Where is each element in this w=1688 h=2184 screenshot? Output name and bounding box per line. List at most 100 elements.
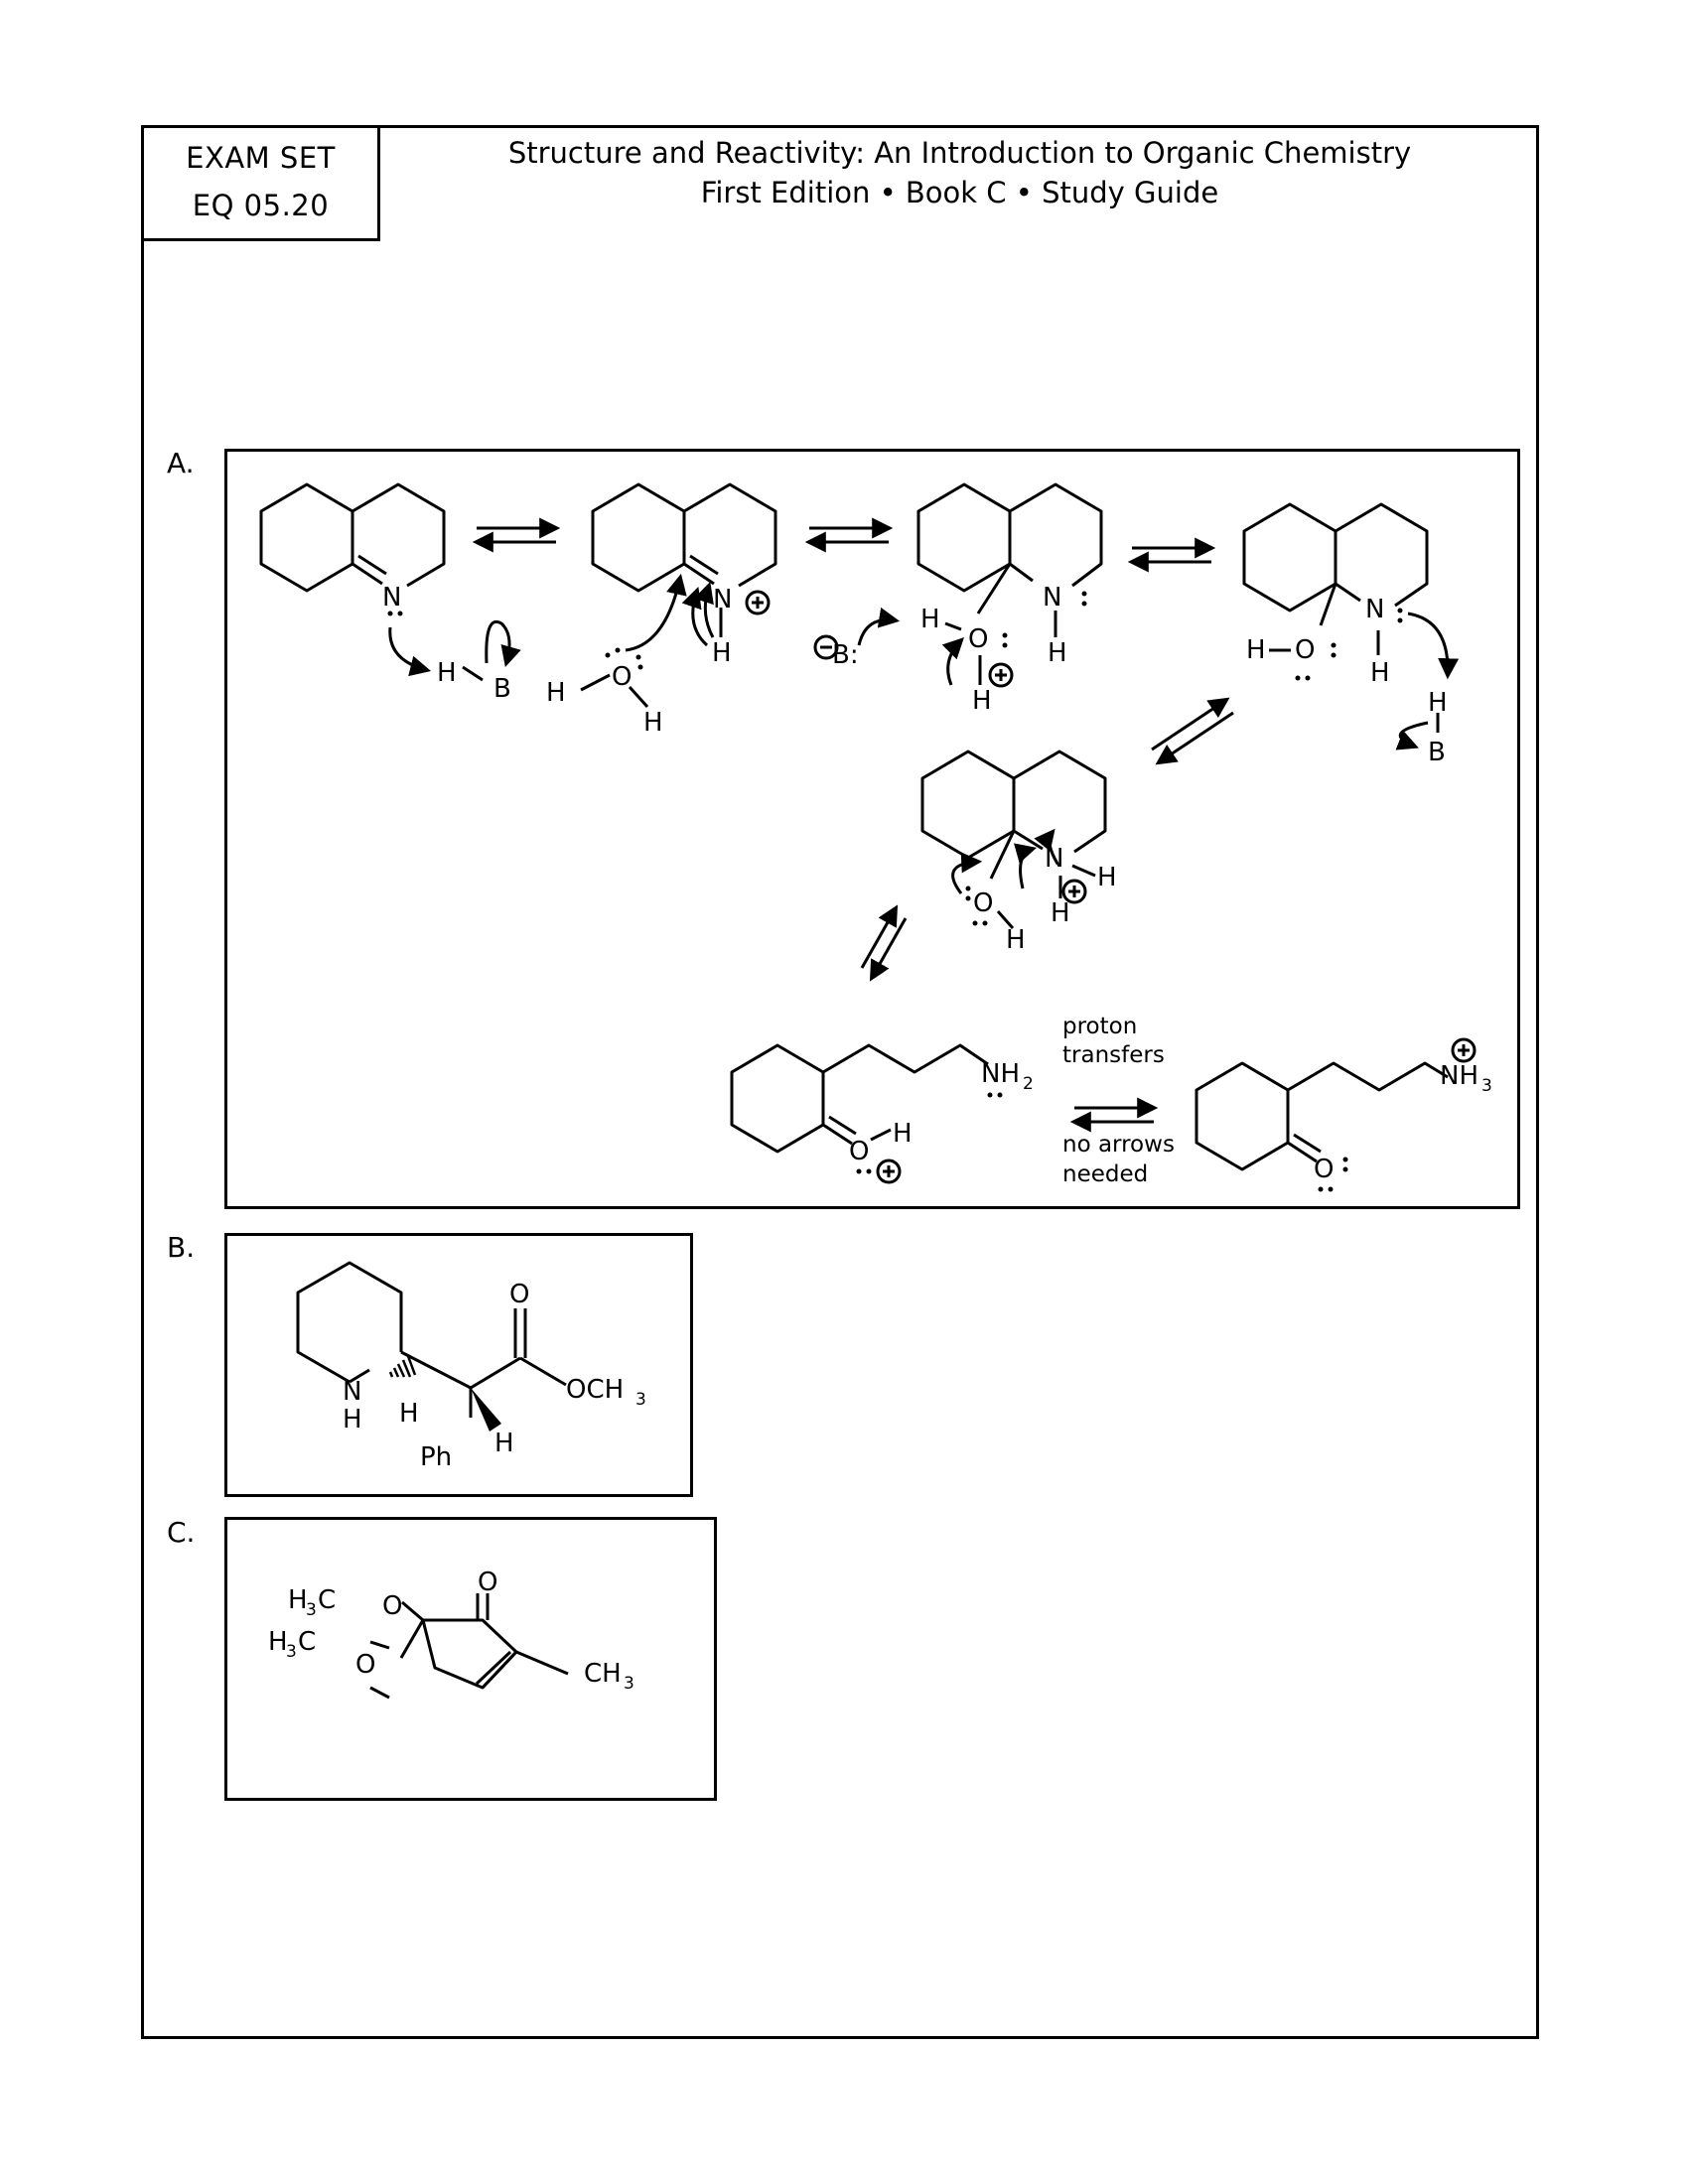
box-b [224, 1233, 693, 1497]
note-no-arrows: no arrows [1062, 1132, 1175, 1158]
page-header: Structure and Reactivity: An Introductio… [380, 133, 1539, 212]
atom-labels-B: N H H H Ph O OCH 3 [343, 1280, 646, 1472]
note-transfers: transfers [1062, 1042, 1165, 1068]
label-O-C-2: O [355, 1650, 375, 1680]
label-CH3-C-sub: 3 [624, 1674, 634, 1694]
arrow-lonepair-to-H [388, 626, 432, 677]
label-H-5c: H [1006, 925, 1026, 955]
label-O-3: O [968, 624, 988, 654]
label-base: B: [832, 640, 859, 670]
note-needed: needed [1062, 1161, 1148, 1187]
label-OCH3: OCH [566, 1375, 624, 1405]
label-H-3b: H [920, 605, 940, 634]
solid-wedge-B [471, 1388, 501, 1432]
arrow-N-to-HB [1407, 612, 1460, 680]
label-NH2-sub: 2 [1023, 1074, 1034, 1094]
ketone-ammonium [1195, 1061, 1449, 1171]
label-B-1: B [493, 674, 511, 704]
plus-charge-5 [1061, 879, 1087, 904]
arrow-CN-bond-to-N [1013, 843, 1038, 889]
label-H-B-2: H [494, 1429, 514, 1458]
charges-6 [856, 1092, 1003, 1184]
equilibrium-arrow-4 [1151, 697, 1234, 765]
atom-labels: N H B N H H O H N H H O H B: N H H O H B… [382, 583, 1492, 1187]
equilibrium-arrow-3 [1127, 537, 1216, 573]
section-label-a: A. [167, 447, 195, 479]
proton-transfer-arrow [1069, 1097, 1159, 1133]
O-lone-pair-3 [1002, 632, 1008, 648]
note-proton: proton [1062, 1014, 1137, 1039]
label-N-4: N [1365, 595, 1384, 624]
label-water-H-1: H [546, 678, 566, 708]
cyclopentenone-structure [369, 1593, 569, 1700]
imine-lone-pair [387, 611, 403, 616]
arrow-water-to-carbon [625, 573, 687, 652]
label-O-C: O [478, 1568, 497, 1597]
box-c [224, 1517, 717, 1801]
label-N-3: N [1043, 583, 1061, 613]
arrow-O-to-C [951, 852, 983, 894]
atom-labels-C: O O O H 3 C H 3 C CH 3 [268, 1568, 634, 1694]
label-N-5: N [1045, 844, 1063, 874]
label-H-6: H [893, 1119, 913, 1149]
box-a [224, 449, 1520, 1209]
book-title: Structure and Reactivity: An Introductio… [507, 136, 1412, 170]
label-H-3: H [1048, 638, 1067, 668]
label-H3C-2-H: H [268, 1627, 288, 1657]
label-N-1: N [382, 583, 401, 613]
label-O-6: O [849, 1137, 869, 1166]
bond-HB-1 [462, 665, 484, 682]
label-H3C-1-C: C [318, 1585, 336, 1615]
exam-set-label: EXAM SET [186, 141, 336, 175]
label-O-C-1: O [382, 1591, 402, 1621]
O-lone-pairs-5 [965, 886, 988, 926]
label-O-B: O [509, 1280, 529, 1309]
arrow-pi-to-N [693, 582, 715, 638]
section-label-c: C. [167, 1516, 196, 1549]
label-H-5b: H [1051, 898, 1070, 928]
label-water-H-2: H [643, 708, 663, 738]
minus-charge-base [813, 634, 839, 660]
label-H-4b: H [1246, 635, 1266, 665]
label-H-1: H [437, 658, 457, 688]
label-O-5: O [973, 888, 993, 918]
label-H-4: H [1370, 658, 1390, 688]
label-H3C-2-sub: 3 [286, 1642, 297, 1662]
book-subtitle: First Edition • Book C • Study Guide [700, 176, 1219, 209]
hemiaminal-decahydroquinoline [1242, 502, 1429, 655]
plus-charge-2 [745, 590, 771, 615]
lone-pairs-4 [1295, 608, 1403, 681]
label-O-4: O [1295, 635, 1315, 665]
label-H-3c: H [972, 686, 992, 716]
arrow-HB-2 [1395, 721, 1429, 751]
oxonium-decahydroquinoline [916, 482, 1103, 685]
equilibrium-arrow-5 [860, 904, 908, 982]
label-H3C-1-sub: 3 [306, 1600, 317, 1620]
label-O-7: O [1314, 1155, 1334, 1184]
label-NH2: NH [981, 1059, 1020, 1089]
arrow-OH-bond-to-O [941, 637, 964, 686]
label-N-2: N [713, 585, 732, 614]
label-H3C-2-C: C [298, 1627, 316, 1657]
label-OCH3-sub: 3 [635, 1390, 646, 1410]
methylphenidate-structure [296, 1261, 567, 1418]
label-NH3-sub: 3 [1481, 1076, 1492, 1096]
label-H-4c: H [1428, 688, 1448, 718]
label-CH3-C: CH [584, 1659, 622, 1689]
label-H3C-1-H: H [288, 1585, 308, 1615]
label-H-B-1: H [399, 1399, 419, 1429]
ammonium-decahydroquinoline [920, 750, 1107, 929]
label-NH3: NH [1440, 1061, 1478, 1091]
label-H-2: H [712, 638, 732, 668]
exam-set-code: EQ 05.20 [192, 189, 330, 222]
hashed-wedge-B [388, 1355, 417, 1378]
protonated-ketone-amine [730, 1043, 989, 1154]
section-label-b: B. [167, 1231, 196, 1264]
charges-7 [1318, 1037, 1477, 1192]
N-lone-pair-3 [1081, 591, 1087, 607]
page-frame [141, 125, 1539, 2039]
iminium-decahydroquinoline [591, 482, 777, 637]
arrow-NH-bond [1034, 828, 1059, 865]
label-NH-H-B: H [343, 1405, 362, 1434]
